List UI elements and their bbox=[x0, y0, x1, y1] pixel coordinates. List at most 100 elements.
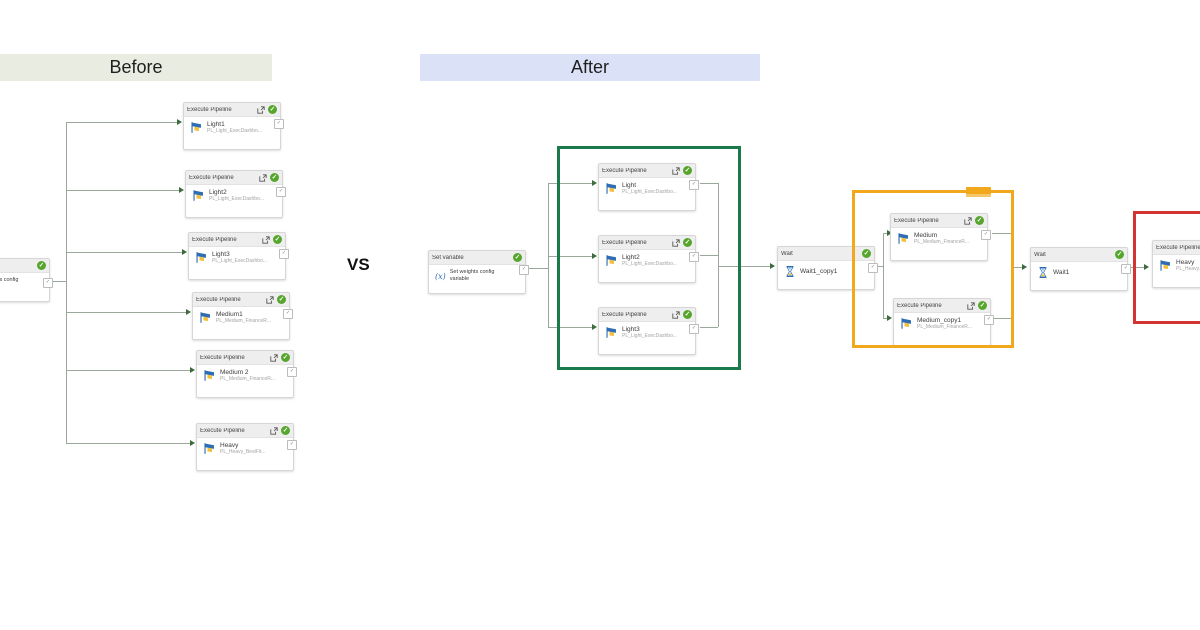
before-title: Before bbox=[109, 57, 163, 77]
set-variable-card[interactable]: Set variable ✓ (x) Set weights config va… bbox=[0, 258, 53, 302]
output-port[interactable]: ✓ bbox=[274, 119, 284, 129]
output-port[interactable]: ✓ bbox=[276, 187, 286, 197]
success-check-icon: ✓ bbox=[270, 173, 279, 182]
output-port[interactable]: ✓ bbox=[689, 252, 699, 262]
activity-name: Medium 2 bbox=[220, 369, 249, 376]
activity-card-heavy[interactable]: Execute Pipeline ✓ HeavyPL_Heavy... bbox=[1152, 240, 1200, 288]
activity-type: Execute Pipeline bbox=[894, 217, 939, 224]
activity-name: Light1 bbox=[207, 121, 225, 128]
connector bbox=[66, 370, 190, 371]
arrowhead-icon bbox=[186, 309, 191, 315]
wait-hourglass-icon bbox=[784, 265, 796, 278]
output-port[interactable]: ✓ bbox=[283, 309, 293, 319]
open-pipeline-icon[interactable] bbox=[672, 310, 680, 319]
arrowhead-icon bbox=[592, 180, 597, 186]
arrowhead-icon bbox=[592, 253, 597, 259]
activity-name: Medium1 bbox=[216, 311, 243, 318]
wait-card[interactable]: Wait ✓ Wait1 ✓ bbox=[1030, 247, 1131, 291]
activity-type: Set variable bbox=[432, 254, 464, 261]
success-check-icon: ✓ bbox=[513, 253, 522, 262]
wait-card-copy[interactable]: Wait ✓ Wait1_copy1 ✓ bbox=[777, 246, 878, 290]
execute-pipeline-icon bbox=[203, 442, 216, 455]
open-pipeline-icon[interactable] bbox=[270, 353, 278, 362]
success-check-icon: ✓ bbox=[277, 295, 286, 304]
arrowhead-icon bbox=[190, 440, 195, 446]
pipeline-reference: PL_Light_ExecDashbo... bbox=[622, 333, 678, 339]
activity-type: Set variable bbox=[0, 263, 34, 269]
activity-name: Light3 bbox=[622, 326, 640, 333]
pipeline-reference: PL_Light_ExecDashbo... bbox=[209, 196, 265, 202]
connector bbox=[700, 183, 718, 184]
output-port[interactable]: ✓ bbox=[519, 265, 529, 275]
connector bbox=[528, 268, 548, 269]
activity-type: Execute Pipeline bbox=[200, 427, 245, 434]
pipeline-reference: PL_Light_ExecDashbo... bbox=[207, 128, 263, 134]
open-pipeline-icon[interactable] bbox=[262, 235, 270, 244]
open-pipeline-icon[interactable] bbox=[964, 216, 972, 225]
after-title: After bbox=[570, 57, 609, 77]
open-pipeline-icon[interactable] bbox=[266, 295, 274, 304]
output-port[interactable]: ✓ bbox=[43, 278, 53, 288]
success-check-icon: ✓ bbox=[975, 216, 984, 225]
connector bbox=[875, 266, 883, 267]
activity-name: Medium bbox=[914, 232, 938, 239]
activity-name: Light3 bbox=[212, 251, 230, 258]
activity-name: Set weights config variable bbox=[449, 269, 495, 282]
connector bbox=[718, 266, 770, 267]
open-pipeline-icon[interactable] bbox=[967, 301, 975, 310]
execute-pipeline-icon bbox=[192, 189, 205, 202]
open-pipeline-icon[interactable] bbox=[257, 105, 265, 114]
output-port[interactable]: ✓ bbox=[984, 315, 994, 325]
arrowhead-icon bbox=[887, 230, 892, 236]
output-port[interactable]: ✓ bbox=[689, 180, 699, 190]
open-pipeline-icon[interactable] bbox=[672, 238, 680, 247]
activity-name: Heavy bbox=[220, 442, 239, 449]
execute-pipeline-icon bbox=[195, 251, 208, 264]
success-check-icon: ✓ bbox=[683, 238, 692, 247]
success-check-icon: ✓ bbox=[978, 301, 987, 310]
open-pipeline-icon[interactable] bbox=[259, 173, 267, 182]
output-port[interactable]: ✓ bbox=[287, 440, 297, 450]
open-pipeline-icon[interactable] bbox=[270, 426, 278, 435]
execute-pipeline-icon bbox=[605, 326, 618, 339]
success-check-icon: ✓ bbox=[281, 426, 290, 435]
activity-type: Execute Pipeline bbox=[200, 354, 245, 361]
pipeline-reference: PL_Medium_FinanceR... bbox=[216, 318, 272, 324]
arrowhead-icon bbox=[177, 119, 182, 125]
open-pipeline-icon[interactable] bbox=[672, 166, 680, 175]
pipeline-reference: PL_Medium_FinanceR... bbox=[220, 376, 276, 382]
execute-pipeline-icon bbox=[605, 182, 618, 195]
arrowhead-icon bbox=[770, 263, 775, 269]
output-port[interactable]: ✓ bbox=[279, 249, 289, 259]
connector bbox=[883, 233, 887, 234]
set-variable-card[interactable]: Set variable ✓ (x) Set weights config va… bbox=[428, 250, 529, 294]
output-port[interactable]: ✓ bbox=[981, 230, 991, 240]
success-check-icon: ✓ bbox=[683, 166, 692, 175]
execute-pipeline-icon bbox=[897, 232, 910, 245]
output-port[interactable]: ✓ bbox=[1121, 264, 1131, 274]
pipeline-reference: PL_Heavy_BestFit... bbox=[220, 449, 266, 455]
output-port[interactable]: ✓ bbox=[287, 367, 297, 377]
success-check-icon: ✓ bbox=[1115, 250, 1124, 259]
success-check-icon: ✓ bbox=[683, 310, 692, 319]
arrowhead-icon bbox=[1144, 264, 1149, 270]
group-label-tag bbox=[966, 187, 991, 197]
pipeline-reference: PL_Light_ExecDashbo... bbox=[622, 261, 678, 267]
output-port[interactable]: ✓ bbox=[689, 324, 699, 334]
arrowhead-icon bbox=[190, 367, 195, 373]
output-port[interactable]: ✓ bbox=[868, 263, 878, 273]
activity-type: Execute Pipeline bbox=[1156, 244, 1200, 251]
connector bbox=[548, 256, 592, 257]
wait-hourglass-icon bbox=[1037, 266, 1049, 279]
